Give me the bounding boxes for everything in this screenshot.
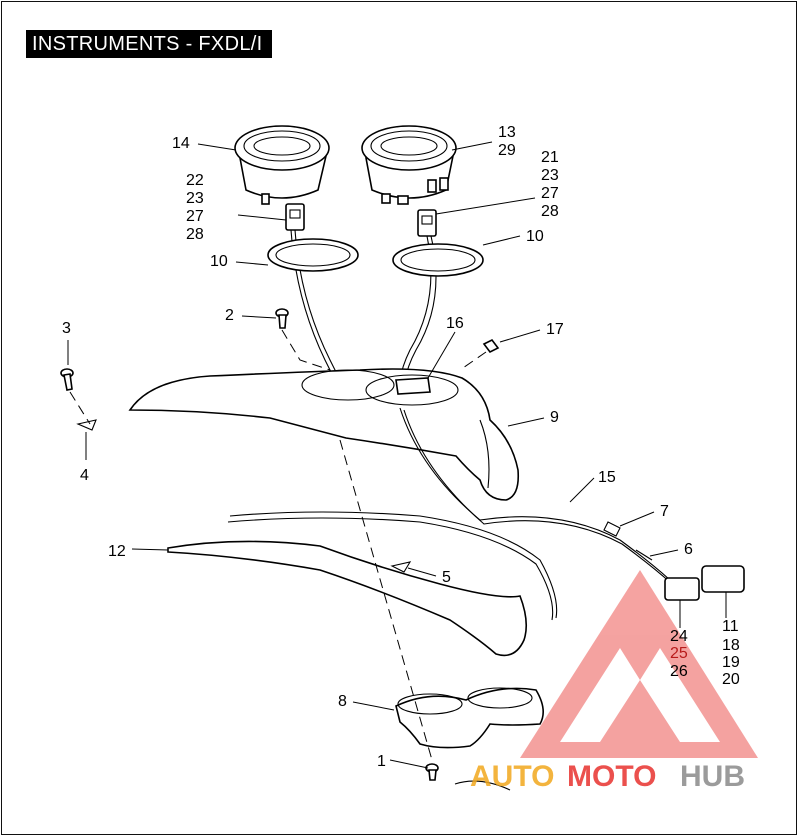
callout-20: 20 [722, 671, 740, 688]
watermark-hub: HUB [680, 760, 745, 793]
gauge-gaskets [267, 238, 484, 277]
lower-housing [395, 687, 544, 791]
washers [76, 419, 412, 573]
callout-8: 8 [338, 693, 347, 710]
callout-29: 29 [498, 142, 516, 159]
callout-26: 26 [670, 663, 688, 680]
callout-28-left: 28 [186, 226, 204, 243]
callout-9: 9 [550, 409, 559, 426]
callout-28-right: 28 [541, 203, 559, 220]
console-trim [167, 511, 558, 657]
callout-14: 14 [172, 135, 190, 152]
callout-21: 21 [541, 149, 559, 166]
callout-27-left: 27 [186, 208, 204, 225]
callout-25: 25 [670, 645, 688, 662]
callout-10-right: 10 [526, 228, 544, 245]
leader-lines [67, 141, 727, 769]
callout-10-left: 10 [210, 253, 228, 270]
watermark-text: AUTO MOTO HUB [470, 760, 745, 793]
gauge-speedometer [234, 125, 330, 205]
screws [60, 308, 500, 391]
watermark-logo [520, 570, 758, 758]
wiring-harness [399, 407, 745, 601]
watermark-auto: AUTO [470, 760, 554, 793]
callout-5: 5 [442, 569, 451, 586]
page-title: INSTRUMENTS - FXDL/I [26, 30, 273, 58]
callout-13: 13 [498, 124, 516, 141]
callout-11: 11 [722, 618, 739, 635]
callout-12: 12 [108, 543, 126, 560]
callout-23-left: 23 [186, 190, 204, 207]
callout-15: 15 [598, 469, 616, 486]
callout-1: 1 [377, 753, 386, 770]
callout-19: 19 [722, 654, 740, 671]
callout-18: 18 [722, 637, 740, 654]
callout-16: 16 [446, 315, 464, 332]
gauge-tachometer [361, 125, 457, 205]
callout-labels: 14 13 29 22 23 27 28 21 23 27 28 10 10 2… [62, 124, 740, 770]
callout-24: 24 [670, 628, 688, 645]
callout-22: 22 [186, 172, 204, 189]
alignment-lines [69, 329, 487, 761]
watermark-moto: MOTO [567, 760, 656, 793]
callout-23-right: 23 [541, 167, 559, 184]
instrument-console [128, 368, 520, 501]
callout-3: 3 [62, 320, 71, 337]
callout-7: 7 [660, 503, 669, 520]
callout-6: 6 [684, 541, 693, 558]
callout-27-right: 27 [541, 185, 559, 202]
callout-4: 4 [80, 467, 89, 484]
callout-17: 17 [546, 321, 564, 338]
callout-2: 2 [225, 307, 234, 324]
